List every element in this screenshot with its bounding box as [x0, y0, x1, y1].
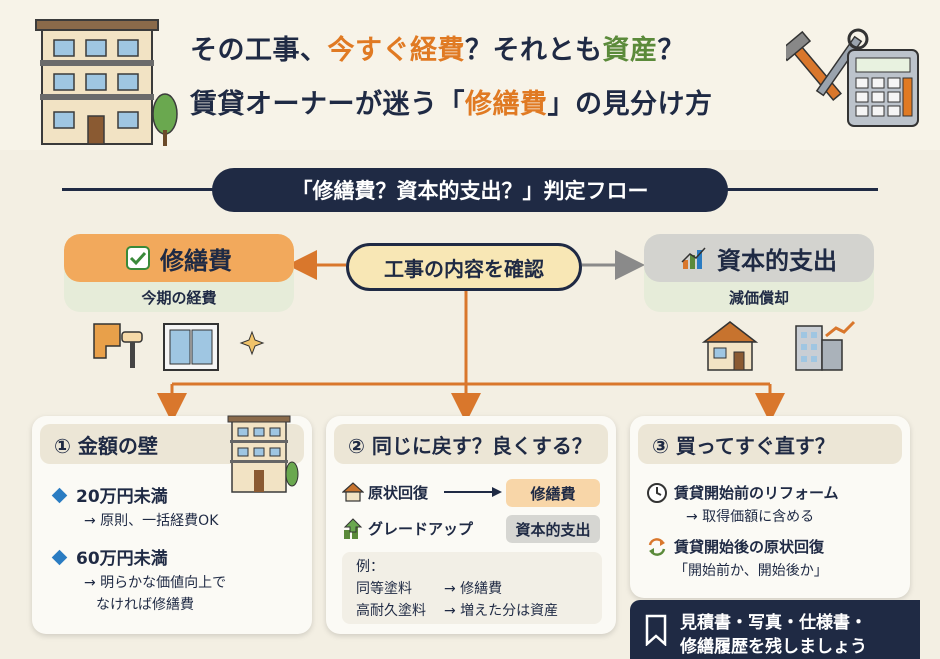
card3-item1-detail: → 取得価額に含める — [686, 509, 815, 525]
upgrade-arrow-icon — [343, 518, 363, 539]
card2-heading: ② 同じに戻す？良くする？ — [334, 424, 608, 464]
footer-line1: 見積書・写真・仕様書・ — [680, 613, 867, 633]
category-capital-sub: 減価償却 — [728, 288, 789, 307]
diamond-bullet-icon — [51, 549, 68, 566]
card3-heading: ③ 買ってすぐ直す？ — [638, 424, 902, 464]
card2-row2-tag: 資本的支出 — [506, 515, 600, 543]
card2-row1-tag: 修繕費 — [506, 479, 600, 507]
card2-example-label: 例： — [356, 559, 384, 575]
arrow-right-icon — [444, 487, 502, 497]
main-title-line1: その工事、今すぐ経費？それとも資産？ — [190, 35, 685, 66]
flow-title: 「修繕費？資本的支出？」判定フロー — [212, 168, 728, 212]
small-apartment-icon — [227, 415, 299, 493]
bookmark-icon — [645, 614, 667, 646]
category-repair-cost: 修繕費 今期の経費 — [64, 234, 294, 312]
card1-item1-detail: → 原則、一括経費OK — [84, 513, 219, 529]
card1-item2-title: 60万円未満 — [76, 549, 168, 569]
card-restore-or-improve: ② 同じに戻す？良くする？ 原状回復 修繕費 グレードアップ 資本的支出 例： … — [326, 416, 616, 634]
card1-item2-detail1: → 明らかな価値向上で — [84, 575, 227, 591]
card2-example-box — [342, 552, 602, 624]
category-repair-label: 修繕費 — [160, 246, 232, 275]
paint-window-illustration — [93, 323, 265, 371]
center-check-node: 工事の内容を確認 — [346, 243, 582, 291]
clock-icon — [647, 483, 667, 503]
diamond-bullet-icon — [51, 487, 68, 504]
house-icon — [342, 482, 364, 502]
footer-line2: 修繕履歴を残しましょう — [680, 637, 867, 657]
card3-item2-title: 賃貸開始後の原状回復 — [674, 538, 825, 556]
refresh-icon — [648, 538, 666, 556]
card2-ex2-right: → 増えた分は資産 — [444, 603, 559, 619]
card2-row2-label: グレードアップ — [368, 520, 474, 538]
bar-chart-icon — [681, 247, 706, 269]
card2-ex1-right: → 修繕費 — [444, 581, 503, 597]
category-repair-sub: 今期の経費 — [141, 288, 217, 307]
card2-ex2-left: 高耐久塗料 — [356, 603, 426, 619]
category-capital-label: 資本的支出 — [717, 246, 837, 275]
card2-row1-label: 原状回復 — [368, 484, 429, 502]
card3-item1-title: 賃貸開始前のリフォーム — [674, 484, 839, 502]
house-building-illustration — [701, 320, 856, 371]
tools-calculator-illustration — [786, 28, 919, 127]
card1-item2-detail2: なければ修繕費 — [96, 597, 194, 613]
card3-item2-detail: 「開始前か、開始後か」 — [674, 563, 828, 579]
card2-ex1-left: 同等塗料 — [356, 581, 412, 597]
check-icon — [126, 246, 150, 270]
category-capital-expenditure: 資本的支出 減価償却 — [644, 234, 874, 312]
apartment-illustration — [35, 19, 178, 146]
card1-item1-title: 20万円未満 — [76, 487, 168, 507]
footer-note — [630, 600, 920, 659]
card-buy-then-repair: ③ 買ってすぐ直す？ 賃貸開始前のリフォーム → 取得価額に含める 賃貸開始後の… — [630, 416, 910, 598]
main-title-line2: 賃貸オーナーが迷う「修繕費」の見分け方 — [190, 89, 713, 120]
